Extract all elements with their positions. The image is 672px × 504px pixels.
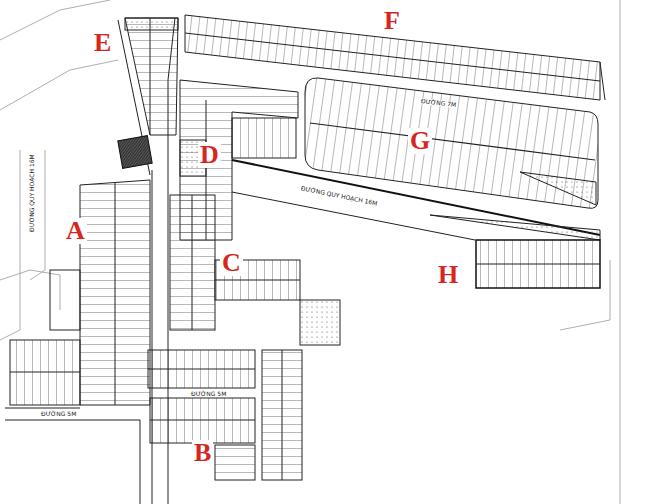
road-name: ĐƯỜNG QUY HOẠCH 16M xyxy=(29,153,35,233)
area-letter: A xyxy=(64,218,87,244)
area-letter: E xyxy=(92,30,113,56)
road-name: ĐƯỜNG 5M xyxy=(40,411,77,417)
area-letter: F xyxy=(382,8,402,34)
area-letter: H xyxy=(436,262,460,288)
area-letter: C xyxy=(220,250,243,276)
road-name: ĐƯỜNG 5M xyxy=(190,391,227,397)
area-letter: B xyxy=(192,440,213,466)
area-letter: G xyxy=(408,128,432,154)
area-letter: D xyxy=(198,142,221,168)
